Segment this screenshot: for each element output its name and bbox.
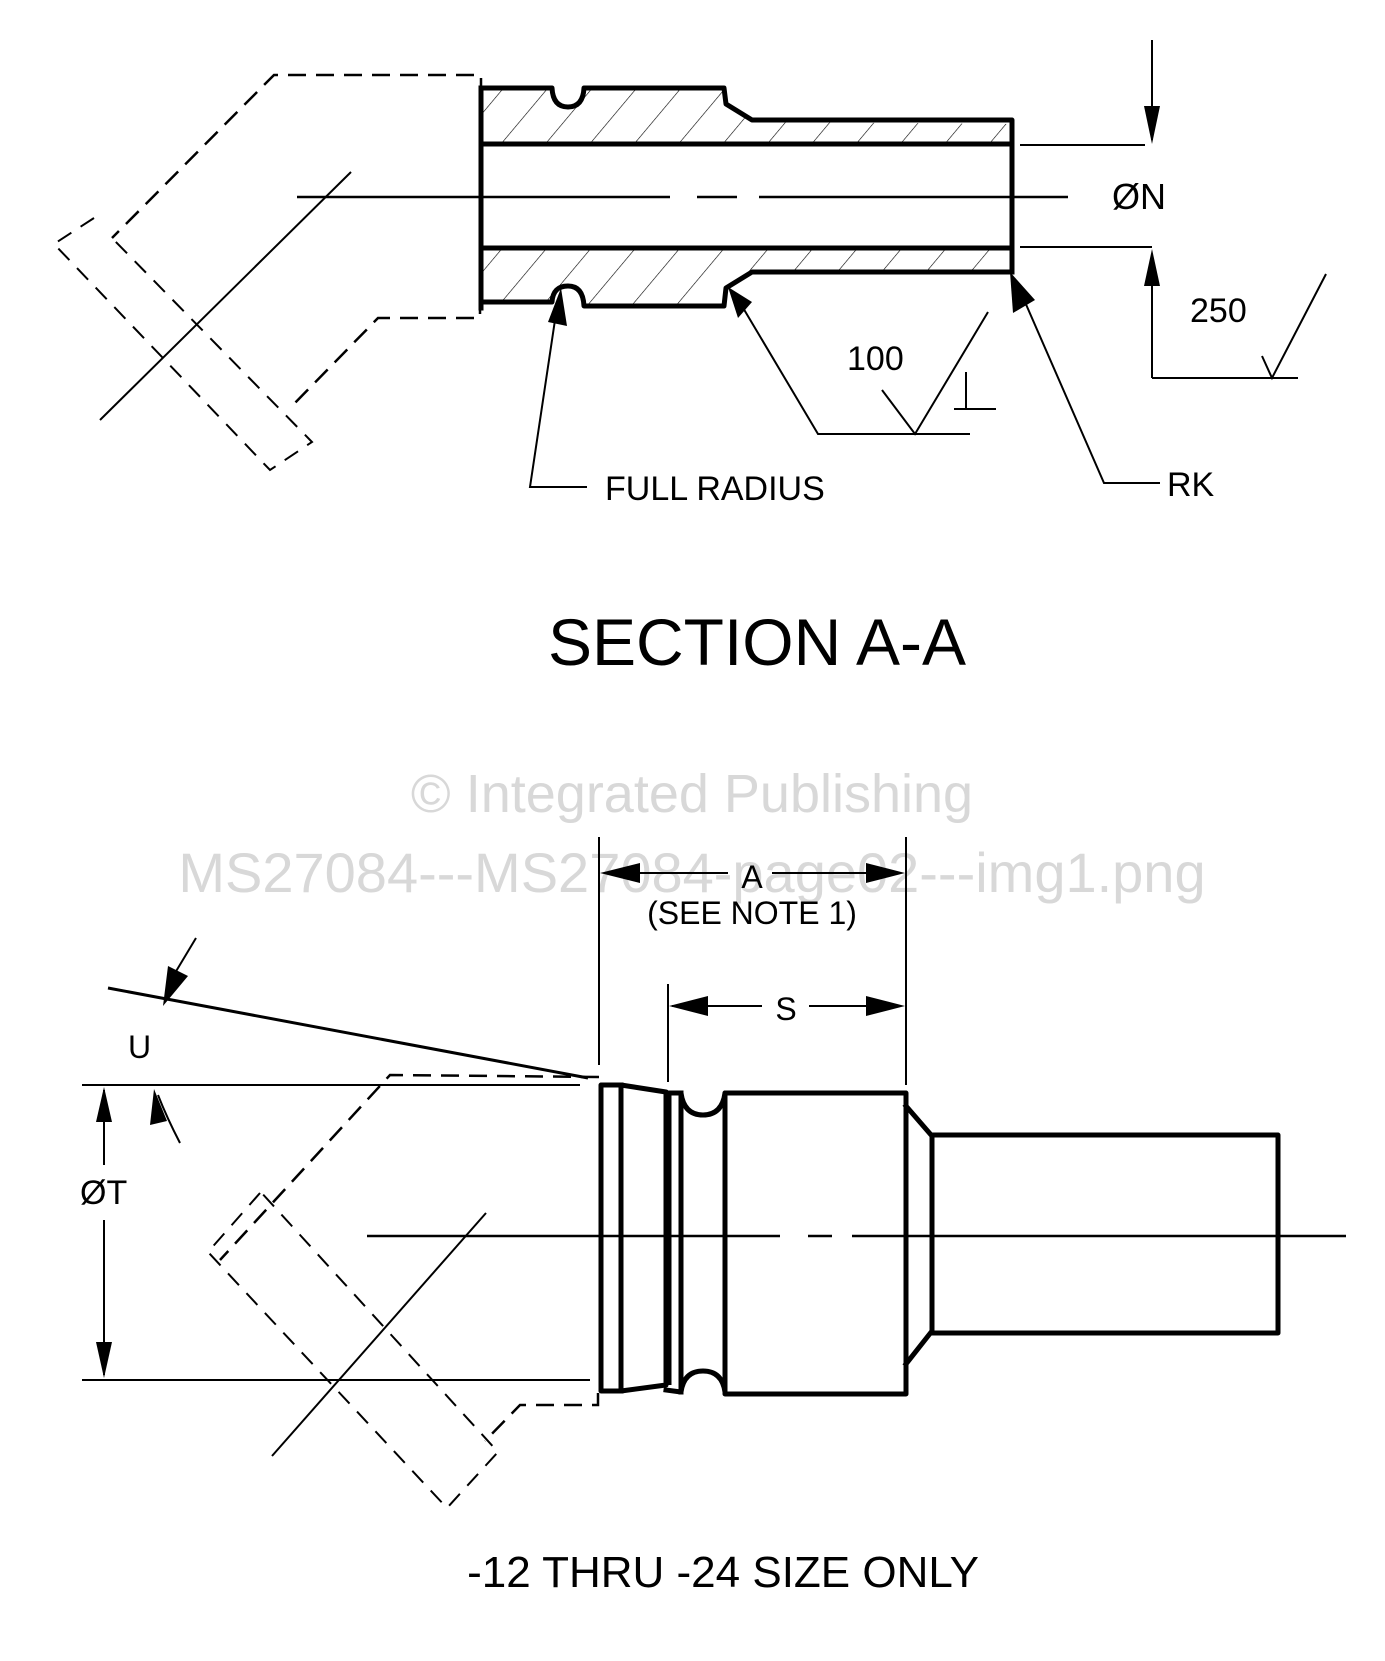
finish-100-symbol xyxy=(881,311,989,436)
diameter-n-label: ØN xyxy=(1112,176,1166,217)
watermark-line1: © Integrated Publishing xyxy=(411,764,973,824)
u-angle-line xyxy=(107,986,589,1080)
full-radius-label: FULL RADIUS xyxy=(605,470,825,508)
t-arrow-down xyxy=(96,1342,112,1378)
rk-leader xyxy=(1017,285,1160,484)
phantom-elbow xyxy=(111,73,483,409)
side-view: A (SEE NOTE 1) xyxy=(80,837,1346,1597)
finish-250-symbol xyxy=(1152,273,1327,381)
finish-100-leader xyxy=(735,295,970,435)
upper-wall-hatch xyxy=(482,88,1012,144)
dim-a-note: (SEE NOTE 1) xyxy=(647,895,857,931)
a-arrow-right xyxy=(866,863,905,883)
a-arrow-left xyxy=(600,863,640,883)
diameter-t-label: ØT xyxy=(80,1174,127,1212)
phantom-flange xyxy=(52,217,314,472)
rk-label: RK xyxy=(1167,466,1215,504)
phantom-elbow-bottom xyxy=(219,1073,600,1442)
tail-tube xyxy=(929,1132,1281,1336)
u-arrow-bottom xyxy=(150,1089,167,1125)
dim-s-label: S xyxy=(775,991,796,1027)
u-arrow-top xyxy=(163,966,188,1006)
phantom-elbow-axis-bottom xyxy=(271,1212,487,1457)
lower-wall-hatch xyxy=(482,248,1012,306)
s-arrow-right xyxy=(866,996,905,1016)
section-a-a-view: ØN 250 100 RK FULL RADIUS SECTION A-A xyxy=(52,40,1327,679)
finish-250-label: 250 xyxy=(1190,292,1247,330)
watermark: © Integrated Publishing MS27084---MS2708… xyxy=(178,764,1205,904)
nose-taper xyxy=(598,1082,669,1394)
full-radius-leader xyxy=(528,319,587,488)
groove-ring xyxy=(663,1090,728,1395)
s-arrow-left xyxy=(669,996,708,1016)
upper-outer-contour xyxy=(478,85,1015,275)
phantom-elbow-axis xyxy=(99,171,352,421)
finish-100-arrow xyxy=(728,287,752,318)
side-view-caption: -12 THRU -24 SIZE ONLY xyxy=(467,1548,979,1597)
section-title: SECTION A-A xyxy=(548,605,966,679)
angle-u-label: U xyxy=(128,1029,151,1065)
rk-arrow xyxy=(1010,272,1035,313)
finish-100-label: 100 xyxy=(847,340,904,378)
n-arrow-up xyxy=(1144,249,1160,286)
t-arrow-up xyxy=(96,1087,112,1122)
u-arc xyxy=(157,1094,181,1144)
phantom-flange-bottom xyxy=(206,1189,500,1510)
perpendicular-symbol xyxy=(954,372,996,410)
lower-outer-contour xyxy=(478,269,1015,309)
body-chamfer xyxy=(902,1102,935,1368)
dim-a-label: A xyxy=(741,859,763,895)
n-arrow-down xyxy=(1144,106,1160,144)
full-radius-arrow xyxy=(548,288,567,326)
main-body xyxy=(722,1090,909,1397)
